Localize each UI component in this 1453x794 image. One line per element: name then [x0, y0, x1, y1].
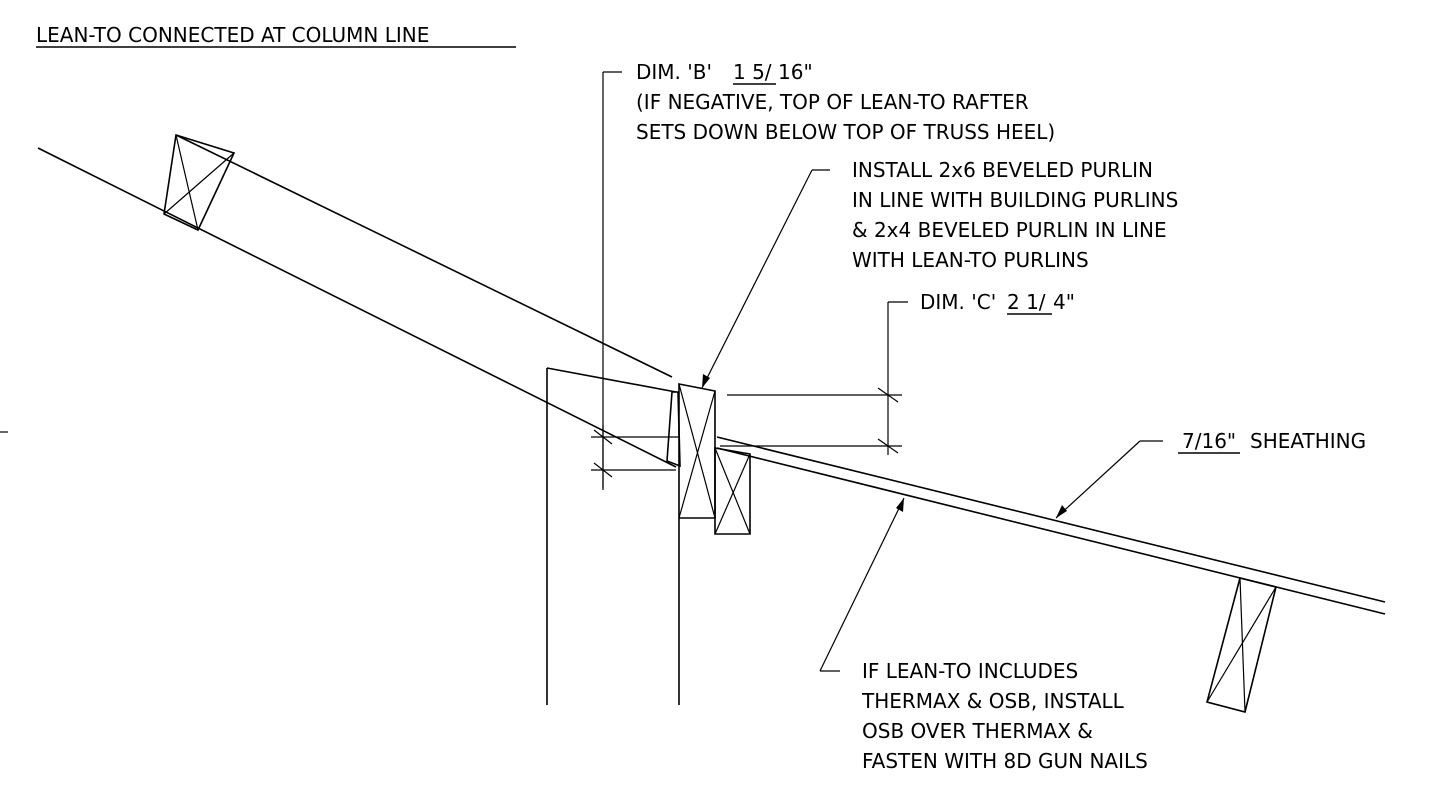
- drawing-title: LEAN-TO CONNECTED AT COLUMN LINE: [36, 23, 429, 47]
- purlin-note-leader: [701, 169, 830, 389]
- purlin-note-line4: WITH LEAN-TO PURLINS: [852, 248, 1089, 272]
- dim-b-note-line1: (IF NEGATIVE, TOP OF LEAN-TO RAFTER: [636, 90, 1029, 114]
- purlin-note-line3: & 2x4 BEVELED PURLIN IN LINE: [852, 218, 1167, 242]
- sheathing-value: 7/16": [1182, 429, 1236, 453]
- osb-note-line2: THERMAX & OSB, INSTALL: [861, 689, 1125, 713]
- dim-c-value: 2 1/: [1007, 290, 1046, 314]
- osb-note-line1: IF LEAN-TO INCLUDES: [862, 659, 1078, 683]
- sheathing-leader: [1055, 440, 1163, 519]
- osb-note-line4: FASTEN WITH 8D GUN NAILS: [862, 749, 1148, 773]
- osb-note-line3: OSB OVER THERMAX &: [862, 719, 1093, 743]
- purlin-note-line2: IN LINE WITH BUILDING PURLINS: [852, 188, 1178, 212]
- dim-b-dimension: [591, 71, 680, 490]
- dim-b-value-suffix: 16": [778, 60, 813, 84]
- dim-c-label: DIM. 'C': [920, 290, 996, 314]
- dim-b-note-line2: SETS DOWN BELOW TOP OF TRUSS HEEL): [636, 120, 1055, 144]
- truss-heel: [666, 391, 681, 468]
- building-roof: [37, 134, 677, 468]
- sheathing-label: SHEATHING: [1250, 429, 1366, 453]
- beveled-purlin-2x4: [714, 447, 751, 535]
- dim-b-value: 1 5/: [733, 60, 772, 84]
- column-post: [546, 367, 680, 705]
- building-purlin-block: [163, 133, 236, 232]
- lean-to-roof: [716, 436, 1386, 615]
- osb-note-leader: [819, 497, 905, 672]
- dim-b-label: DIM. 'B': [636, 60, 712, 84]
- purlin-note-line1: INSTALL 2x6 BEVELED PURLIN: [852, 158, 1153, 182]
- dim-c-value-suffix: 4": [1053, 290, 1075, 314]
- beveled-purlin-2x6: [678, 383, 716, 519]
- dim-c-dimension: [720, 301, 908, 455]
- lean-to-purlin-block: [1206, 577, 1277, 713]
